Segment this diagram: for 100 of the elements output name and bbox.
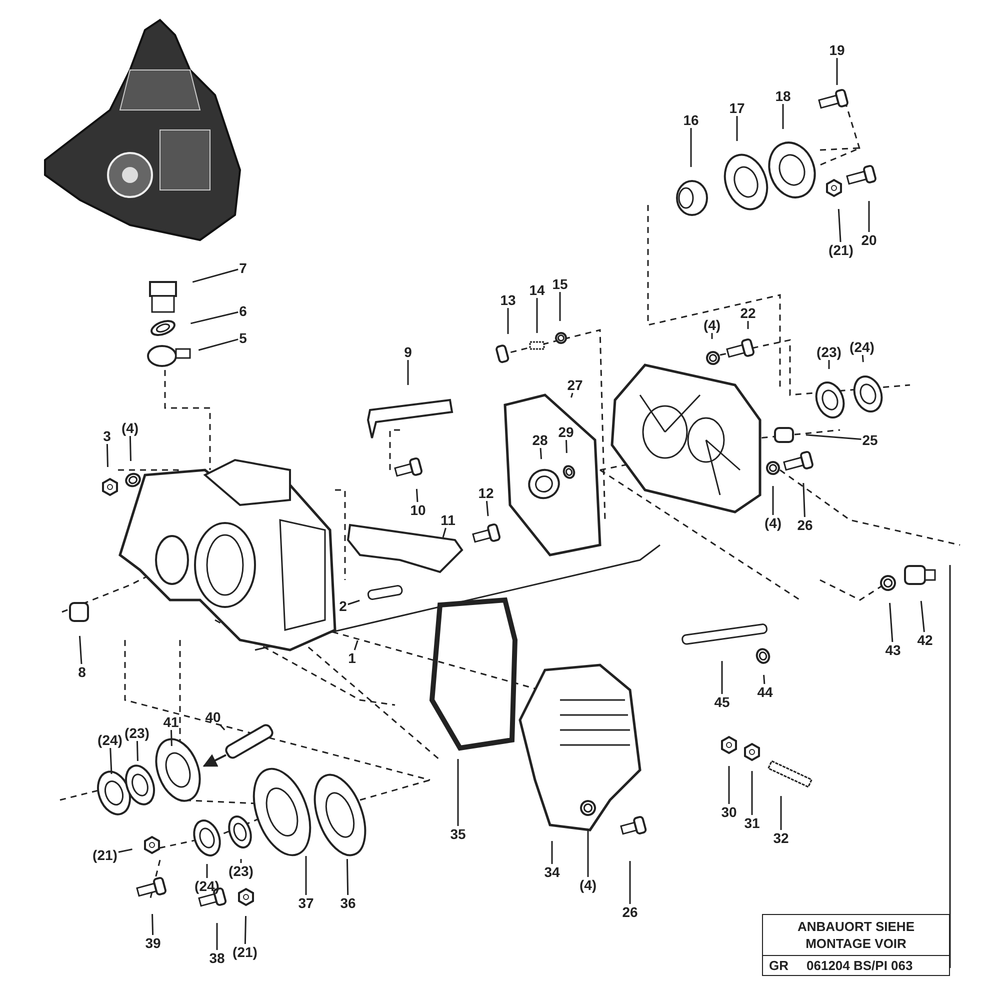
leader-line [206,864,208,878]
callout-number: 37 [297,895,315,911]
callout-number: 26 [621,904,639,920]
leader-line [78,636,82,664]
callout-number: 7 [238,260,248,276]
note-text: ANBAUORT SIEHE MONTAGE VOIR [796,918,916,952]
callout-number: 39 [144,935,162,951]
leader-line [170,730,172,746]
callout-number: 18 [774,88,792,104]
leader-line [889,602,894,642]
callout-number: 12 [477,485,495,501]
leader-line [806,434,862,440]
leader-line [868,201,870,232]
leader-line [346,858,349,896]
leader-line [782,104,784,129]
leader-line [220,724,226,730]
callout-number: (4) [763,515,783,531]
callout-number: 31 [743,815,761,831]
leader-line [507,308,509,334]
callout-number: 10 [409,502,427,518]
leader-line [836,58,838,85]
callout-number: 32 [772,830,790,846]
leader-line [721,661,723,694]
callout-number: 26 [796,517,814,533]
callout-number: 19 [828,42,846,58]
leader-line [736,116,738,141]
leader-line [129,436,132,462]
leader-line [728,766,730,804]
leader-line [570,392,574,398]
callout-number: 28 [531,432,549,448]
leader-line [152,914,154,936]
callout-number: 2 [338,598,348,614]
callout-number: 30 [720,804,738,820]
callout-number: 35 [449,826,467,842]
leader-line [110,748,112,774]
reference-code: GR [769,958,788,973]
callout-number: 9 [403,344,413,360]
leader-line [244,916,247,944]
leader-line [566,440,568,454]
callout-number: 16 [682,112,700,128]
callout-number: 27 [566,377,584,393]
leader-line [216,923,218,950]
callout-number: 13 [499,292,517,308]
leader-line [802,482,806,518]
leader-line [486,500,489,516]
callout-number: (21) [232,944,258,960]
callout-number: 17 [728,100,746,116]
leader-line [559,292,561,321]
leader-line [305,856,307,895]
callout-number: (4) [578,877,598,893]
callout-number: 1 [347,650,357,666]
leader-line [190,311,238,324]
callout-number: (4) [120,420,140,436]
callout-number: 11 [440,512,456,528]
leader-line [772,486,774,515]
callout-number: 45 [713,694,731,710]
leader-line [763,674,766,684]
leader-line [106,444,108,468]
callout-number: (24) [194,878,220,894]
callout-number: 8 [77,664,87,680]
callout-number: (21) [828,242,854,258]
callout-number: (23) [124,725,150,741]
leader-line [690,128,692,167]
callout-number: 29 [557,424,575,440]
callout-number: 6 [238,303,248,319]
leader-line [920,600,925,632]
callout-number: 42 [916,632,934,648]
callout-number: 44 [756,684,774,700]
leader-line [540,448,542,460]
callout-number: 36 [339,895,357,911]
leader-line [118,848,132,853]
leader-line [780,796,782,830]
leader-line [828,360,830,369]
callout-number: 20 [860,232,878,248]
callout-number: 15 [551,276,569,292]
callout-number: 5 [238,330,248,346]
callout-number: 25 [861,432,879,448]
callout-number: 14 [528,282,546,298]
callout-number: 43 [884,642,902,658]
callout-number: 40 [204,709,222,725]
leader-line [407,360,409,385]
leader-line [751,771,753,815]
leader-line [348,600,360,606]
callout-number: (24) [96,732,124,748]
leader-line [136,740,138,762]
leader-line [354,640,358,650]
leader-line [711,333,713,339]
leader-line [416,488,418,502]
leader-line [629,861,631,904]
callout-number: 41 [162,714,180,730]
callout-number: (23) [228,863,254,879]
leader-line [457,759,459,826]
callout-number: 34 [543,864,561,880]
leader-line [442,528,446,538]
callout-number: (4) [702,317,722,333]
callout-number: (21) [92,847,118,863]
callout-number: (24) [848,339,876,355]
leader-line [838,208,842,242]
leader-line [198,338,238,351]
callout-number: 22 [739,305,757,321]
